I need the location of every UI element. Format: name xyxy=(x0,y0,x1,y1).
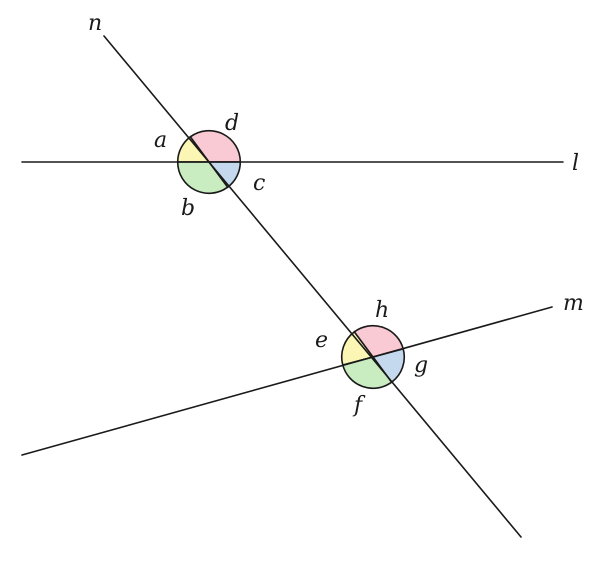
label-angle-g: g xyxy=(414,353,428,378)
line-m xyxy=(21,306,553,456)
label-angle-e: e xyxy=(315,328,328,353)
angle-b-sector xyxy=(176,161,229,195)
label-line-n: n xyxy=(88,11,102,36)
line-n-transversal xyxy=(103,35,522,538)
label-angle-a: a xyxy=(154,128,167,153)
label-line-l: l xyxy=(572,151,579,176)
label-line-m: m xyxy=(563,291,584,316)
label-angle-d: d xyxy=(225,111,239,136)
angle-h-sector xyxy=(353,324,405,358)
label-angle-b: b xyxy=(181,196,195,221)
upper-intersection-angles xyxy=(176,129,242,195)
label-angle-c: c xyxy=(253,171,265,196)
angle-f-sector xyxy=(341,356,393,390)
label-angle-f: f xyxy=(352,393,366,418)
label-angle-h: h xyxy=(375,298,389,323)
lower-intersection-angles xyxy=(340,324,406,390)
angle-d-sector xyxy=(189,129,242,163)
